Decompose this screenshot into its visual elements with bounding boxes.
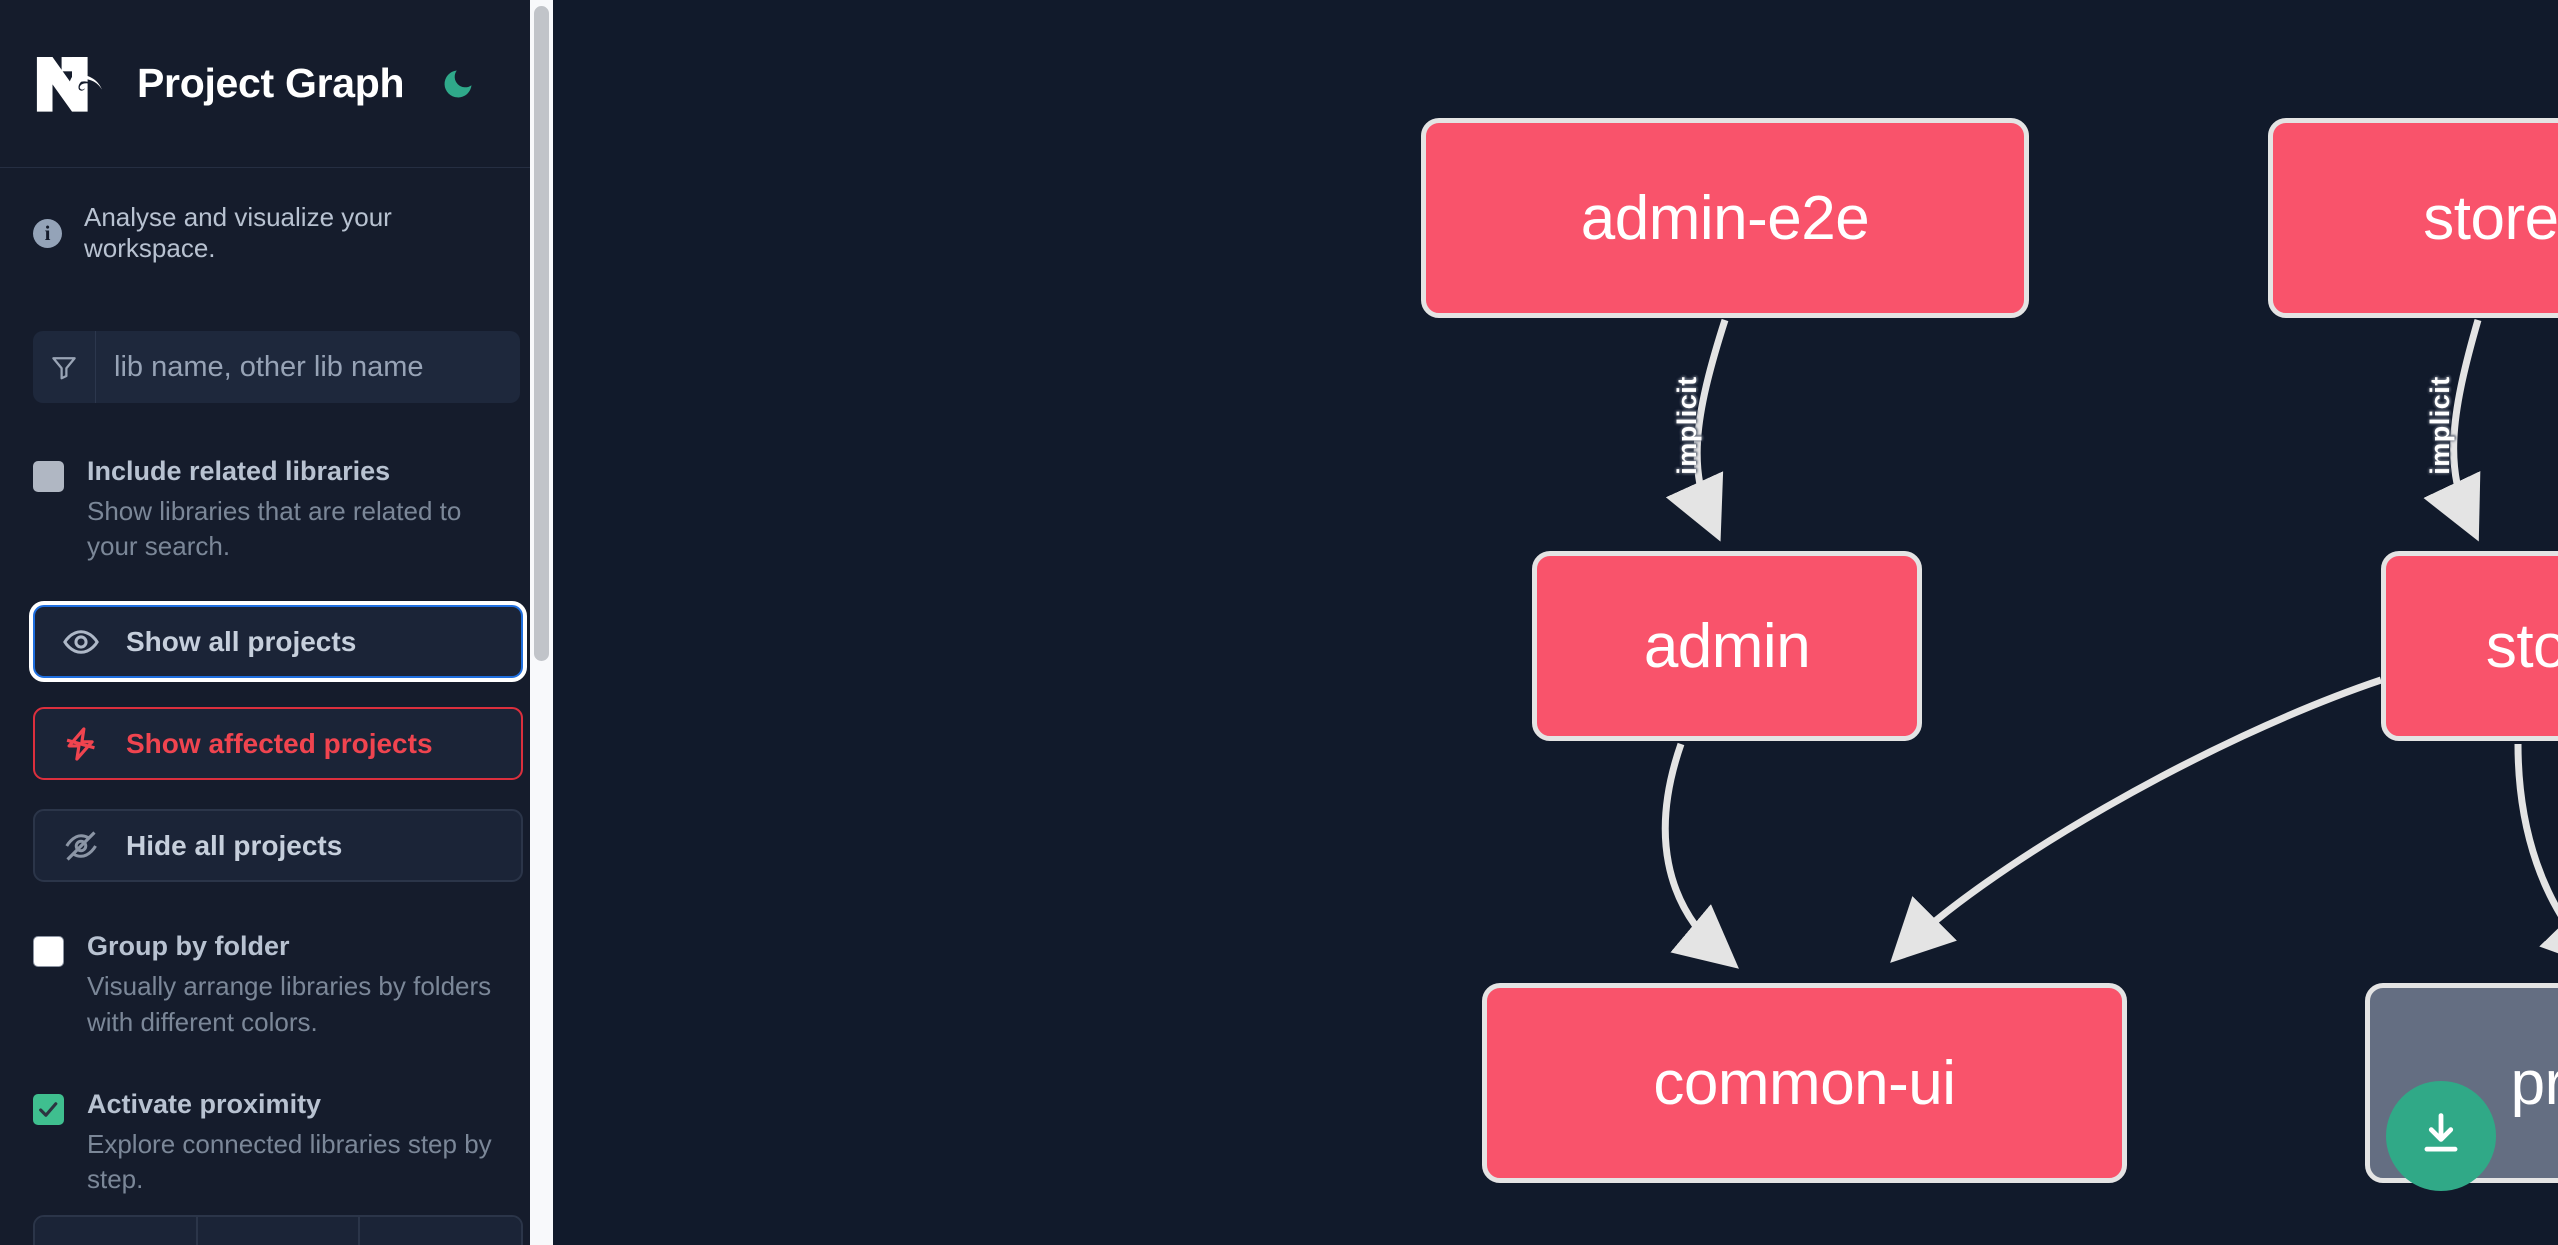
download-image-button[interactable] (2386, 1081, 2496, 1191)
graph-node-admin-e2e[interactable]: admin-e2e (1421, 118, 2029, 318)
checkbox-label-include-related: Include related libraries (87, 456, 391, 486)
proximity-seg-1[interactable] (35, 1217, 198, 1245)
graph-node-label-store-e2e: store-e2e (2423, 183, 2558, 253)
app-title: Project Graph (137, 60, 405, 106)
proximity-seg-2[interactable] (197, 1217, 361, 1245)
lightning-icon (62, 725, 106, 763)
proximity-seg-3[interactable] (360, 1217, 521, 1245)
nx-logo-icon (33, 53, 111, 115)
edge-store-to-products (2514, 743, 2558, 971)
hide-all-projects-button[interactable]: Hide all projects (33, 809, 523, 883)
checkbox-box-group-by-folder[interactable] (33, 936, 64, 968)
graph-node-label-admin-e2e: admin-e2e (1580, 183, 1870, 253)
show-all-projects-label: Show all projects (126, 625, 357, 657)
info-banner: i Analyse and visualize your workspace. (33, 168, 520, 282)
eye-slash-icon (62, 827, 106, 865)
checkbox-label-activate-proximity: Activate proximity (87, 1088, 322, 1119)
edge-admin-e2e-to-admin (1665, 318, 1729, 542)
graph-edges (1661, 318, 2558, 971)
graph-node-store-e2e[interactable]: store-e2e (2268, 118, 2558, 318)
show-affected-projects-label: Show affected projects (126, 727, 433, 759)
checkbox-box-include-related[interactable] (33, 461, 64, 492)
checkbox-include-related-libraries[interactable]: Include related libraries Show libraries… (33, 455, 520, 564)
edge-label-admin-implicit: implicit (1671, 376, 1702, 475)
graph-node-label-products: products (2510, 1048, 2558, 1118)
checkbox-box-activate-proximity[interactable] (33, 1093, 64, 1125)
checkbox-label-group-by-folder: Group by folder (87, 931, 290, 962)
sidebar-scrollbar-thumb[interactable] (534, 6, 549, 661)
edge-store-to-common-ui (1890, 676, 2383, 963)
checkbox-desc-activate-proximity: Explore connected libraries step by step… (87, 1128, 492, 1195)
search-input[interactable] (96, 331, 520, 403)
edge-store-e2e-to-store (2423, 319, 2482, 542)
filter-search-box[interactable] (33, 331, 520, 403)
graph-node-admin[interactable]: admin (1532, 551, 1922, 741)
proximity-segmented-control[interactable] (33, 1215, 523, 1245)
sidebar-body: i Analyse and visualize your workspace. … (0, 168, 553, 1197)
info-text: Analyse and visualize your workspace. (84, 202, 392, 263)
show-all-projects-button[interactable]: Show all projects (29, 601, 527, 683)
graph-node-label-admin: admin (1643, 611, 1811, 681)
checkbox-group-by-folder[interactable]: Group by folder Visually arrange librari… (33, 930, 520, 1039)
checkbox-desc-include-related: Show libraries that are related to your … (87, 495, 462, 562)
info-icon: i (33, 218, 62, 248)
edge-admin-to-common-ui (1661, 742, 1739, 969)
show-affected-projects-button[interactable]: Show affected projects (33, 707, 523, 781)
filter-funnel-icon (33, 331, 96, 403)
edge-label-store-implicit: implicit (2424, 376, 2455, 475)
download-icon (2415, 1108, 2467, 1165)
graph-node-store[interactable]: store (2381, 551, 2558, 741)
graph-node-common-ui[interactable]: common-ui (1482, 983, 2127, 1183)
checkbox-desc-group-by-folder: Visually arrange libraries by folders wi… (87, 971, 492, 1037)
graph-canvas[interactable]: admin-e2e store-e2e admin store common-u… (553, 0, 2558, 1245)
hide-all-projects-label: Hide all projects (126, 829, 343, 861)
graph-node-label-store: store (2485, 611, 2558, 681)
checkbox-activate-proximity[interactable]: Activate proximity Explore connected lib… (33, 1088, 520, 1197)
sidebar: Project Graph i Analyse and visualize yo… (0, 0, 553, 1245)
moon-icon[interactable] (436, 62, 480, 106)
sidebar-scrollbar[interactable] (530, 0, 553, 1245)
graph-node-label-common-ui: common-ui (1653, 1048, 1956, 1118)
eye-icon (62, 623, 106, 661)
sidebar-header: Project Graph (0, 0, 553, 168)
